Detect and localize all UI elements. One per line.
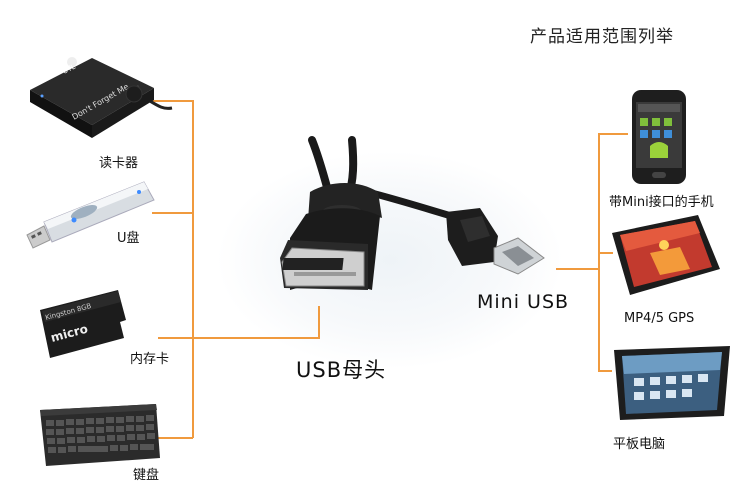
connector-label-female: USB母头 [296, 358, 387, 382]
device-label-keyboard: 键盘 [133, 468, 160, 483]
device-label-memory-card: 内存卡 [130, 352, 170, 367]
connector-label-mini: Mini USB [477, 291, 570, 313]
right-connector-line [598, 252, 613, 254]
left-connector-line [158, 437, 193, 439]
keyboard-icon [40, 404, 160, 466]
left-connector-line [192, 100, 194, 438]
tablet-computer-icon [614, 346, 730, 420]
left-connector-line [318, 306, 320, 339]
micro-sd-card-icon: Kingston 8GB micro [40, 290, 126, 358]
usb-flash-drive-icon [26, 181, 155, 249]
device-label-card-reader: 读卡器 [99, 156, 139, 171]
page-title: 产品适用范围列举 [530, 27, 674, 47]
device-label-usb-drive: U盘 [117, 231, 140, 246]
right-connector-line [598, 133, 628, 135]
right-connector-line [556, 268, 599, 270]
left-connector-line [158, 337, 320, 339]
left-connector-line [152, 212, 193, 214]
device-label-tablet: 平板电脑 [613, 437, 666, 452]
left-connector-line [152, 100, 193, 102]
card-reader-icon: UTL Don't Forget Me [30, 57, 173, 138]
mp4-gps-device-icon [612, 215, 720, 295]
right-connector-line [598, 370, 612, 372]
usb-otg-cable-icon [280, 136, 545, 290]
device-label-mobile-phone: 带Mini接口的手机 [609, 195, 714, 210]
device-label-mp4-gps: MP4/5 GPS [624, 311, 695, 326]
mobile-phone-icon [632, 90, 686, 184]
